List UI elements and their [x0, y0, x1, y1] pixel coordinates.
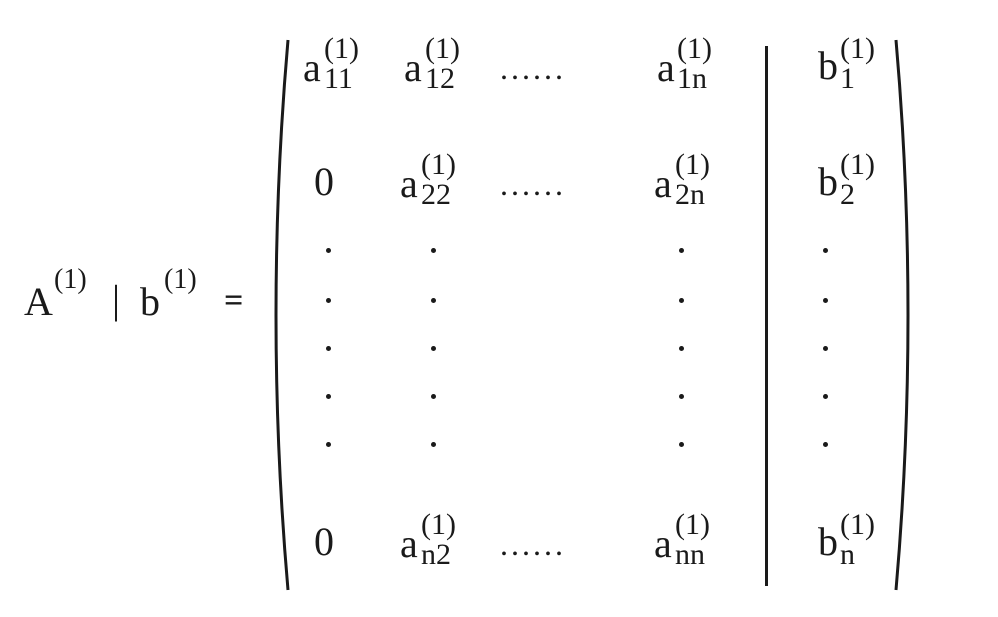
- entry-a11-subscript: 11: [324, 62, 353, 95]
- lhs-A: A: [24, 279, 53, 324]
- row-1-ellipsis: ......: [500, 50, 566, 86]
- left-parenthesis: [274, 39, 290, 591]
- entry-b1-base: b: [818, 43, 838, 88]
- entry-an2-subscript: n2: [421, 538, 451, 571]
- entry-a2n-subscript: 2n: [675, 178, 705, 211]
- row-2-ellipsis: ......: [500, 166, 566, 202]
- entry-ann-subscript: nn: [675, 538, 705, 571]
- entry-ann-superscript: (1): [675, 508, 710, 541]
- lhs-b: b: [140, 279, 160, 324]
- entry-b1-subscript: 1: [840, 62, 855, 95]
- lhs-A-superscript: (1): [54, 264, 87, 295]
- entry-a22-superscript: (1): [421, 148, 456, 181]
- entry-bn-superscript: (1): [840, 508, 875, 541]
- entry-a11-base: a: [303, 45, 321, 90]
- entry-a12-base: a: [404, 45, 422, 90]
- entry-a12-subscript: 12: [425, 62, 455, 95]
- entry-a2n-base: a: [654, 161, 672, 206]
- lhs-separator: |: [112, 277, 121, 322]
- entry-a22-base: a: [400, 161, 418, 206]
- entry-zero-row-2: 0: [314, 159, 334, 204]
- entry-a1n-base: a: [657, 45, 675, 90]
- entry-a11-superscript: (1): [324, 32, 359, 65]
- lhs-equals: =: [224, 282, 244, 319]
- entry-a12-superscript: (1): [425, 32, 460, 65]
- entry-an2-base: a: [400, 521, 418, 566]
- entry-b2-superscript: (1): [840, 148, 875, 181]
- entry-bn-subscript: n: [840, 538, 855, 571]
- entry-a1n-superscript: (1): [677, 32, 712, 65]
- lhs-b-superscript: (1): [164, 264, 197, 295]
- entry-b1-superscript: (1): [840, 32, 875, 65]
- entry-b2-base: b: [818, 159, 838, 204]
- augmentation-bar: [765, 46, 768, 586]
- row-n-ellipsis: ......: [500, 526, 566, 562]
- entry-a1n-subscript: 1n: [677, 62, 707, 95]
- right-parenthesis: [894, 39, 910, 591]
- entry-bn-base: b: [818, 519, 838, 564]
- entry-an2-superscript: (1): [421, 508, 456, 541]
- entry-ann-base: a: [654, 521, 672, 566]
- entry-a2n-superscript: (1): [675, 148, 710, 181]
- entry-a22-subscript: 22: [421, 178, 451, 211]
- entry-b2-subscript: 2: [840, 178, 855, 211]
- entry-zero-row-n: 0: [314, 519, 334, 564]
